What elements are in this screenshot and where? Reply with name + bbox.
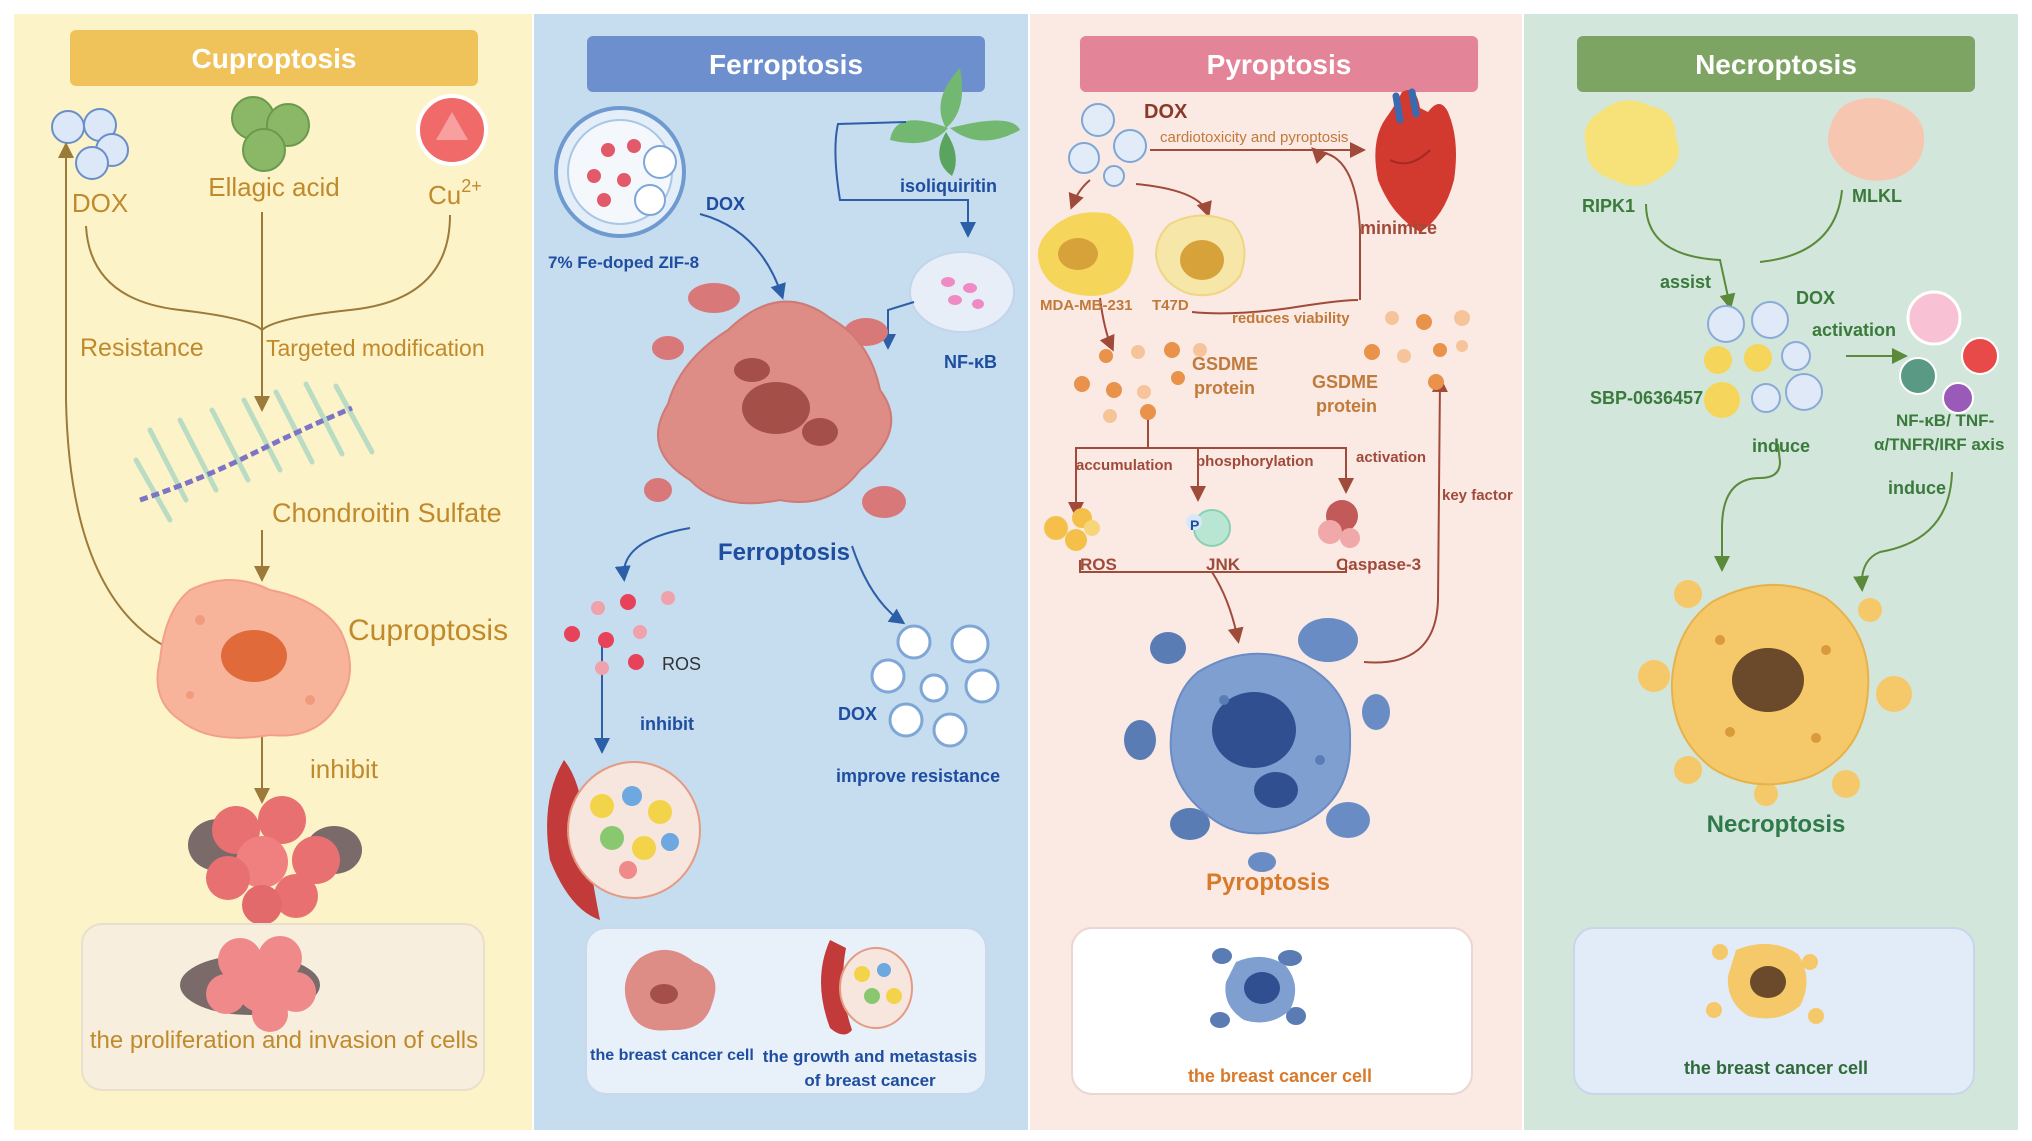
necroptosis-result-label: the breast cancer cell [1684, 1058, 1868, 1078]
ferroptosis-result-growth-line2: of breast cancer [804, 1071, 936, 1090]
pyroptosis-title: Pyroptosis [1207, 49, 1352, 80]
gsdme-right-particles-icon [1364, 310, 1470, 390]
necroptosis-result-box [1573, 927, 1975, 1095]
pyroptosis-dox-label: DOX [1144, 101, 1188, 123]
cardiotoxicity-label: cardiotoxicity and pyroptosis [1160, 129, 1348, 146]
copper-icon [416, 94, 488, 166]
nfkb-protein-icon [909, 251, 1015, 333]
isoliquiritin-plant-icon [890, 68, 1020, 176]
induce-left-label: induce [1752, 436, 1810, 456]
necroptosis-header: Necroptosis [1577, 36, 1975, 92]
mda-mb-231-label: MDA-MB-231 [1040, 297, 1133, 314]
cuproptosis-arrows [58, 142, 451, 804]
zif8-nanoparticle-icon [554, 106, 686, 238]
chondroitin-sulfate-label: Chondroitin Sulfate [272, 498, 502, 528]
sbp-label: SBP-0636457 [1590, 388, 1703, 408]
cuproptosis-inhibit-label: inhibit [310, 754, 379, 784]
pathway-molecules-icon [1899, 290, 1999, 414]
pyroptosis-arrows [1068, 142, 1448, 664]
necroptosis-cell-icon [1638, 580, 1912, 806]
gsdme-left-particles-icon [1074, 342, 1207, 423]
ferroptosis-cell-icon [644, 283, 906, 518]
copper-label: Cu2+ [428, 176, 482, 210]
axis-label-line1: NF-κB/ TNF- [1896, 411, 1994, 430]
ferroptosis-ros-label: ROS [662, 654, 701, 674]
necroptosis-title: Necroptosis [1695, 49, 1857, 80]
pyroptosis-ros-label: ROS [1080, 555, 1117, 574]
ros-cluster-icon [1044, 508, 1100, 551]
necroptosis-cell-label: Necroptosis [1707, 811, 1846, 838]
axis-label-line2: α/TNFR/IRF axis [1874, 435, 2004, 454]
dox-molecules-icon [870, 624, 1000, 748]
heart-icon [1375, 88, 1456, 232]
dox-sbp-complex-icon [1704, 301, 1823, 418]
zif8-label: 7% Fe-doped ZIF-8 [548, 253, 699, 272]
gsdme-left-line1: GSDME [1192, 354, 1258, 374]
induce-right-label: induce [1888, 478, 1946, 498]
necroptosis-arrows [1645, 189, 1953, 592]
ferroptosis-header: Ferroptosis [587, 36, 985, 92]
gsdme-right-line2: protein [1316, 396, 1377, 416]
mlkl-protein-icon [1827, 98, 1925, 181]
ripk1-protein-icon [1584, 100, 1679, 187]
ferroptosis-dox2-label: DOX [838, 704, 877, 724]
cuproptosis-result-label: the proliferation and invasion of cells [90, 1027, 478, 1054]
pyroptosis-result-box [1071, 927, 1473, 1095]
pyroptosis-cell-icon [1124, 618, 1390, 872]
gsdme-right-line1: GSDME [1312, 372, 1378, 392]
ellagic-acid-label: Ellagic acid [208, 172, 340, 202]
ferroptosis-result-box [585, 927, 987, 1095]
phospho-badge: P [1190, 517, 1199, 533]
ferroptosis-cell-label: Ferroptosis [718, 539, 850, 566]
ros-particles-icon [564, 591, 675, 675]
key-factor-label: key factor [1442, 487, 1513, 504]
cuproptosis-cell-label: Cuproptosis [348, 614, 508, 647]
ripk1-label: RIPK1 [1582, 196, 1635, 216]
mda-mb-231-cell-icon [1038, 212, 1134, 296]
accumulation-label: accumulation [1076, 457, 1173, 474]
assist-label: assist [1660, 272, 1711, 292]
gsdme-left-line2: protein [1194, 378, 1255, 398]
cuproptosis-dox-label: DOX [72, 188, 128, 218]
cuproptosis-cell-icon [156, 579, 351, 739]
ferroptosis-title: Ferroptosis [709, 49, 863, 80]
ferroptosis-arrows [594, 121, 976, 754]
improve-resistance-label: improve resistance [836, 766, 1000, 786]
chondroitin-sulfate-icon [133, 381, 375, 523]
necroptosis-dox-label: DOX [1796, 288, 1835, 308]
jnk-label: JNK [1206, 555, 1241, 574]
pyroptosis-dox-icon [1068, 103, 1147, 187]
mlkl-label: MLKL [1852, 186, 1902, 206]
necroptosis-activation-label: activation [1812, 320, 1896, 340]
ferroptosis-result-cell-label: the breast cancer cell [590, 1047, 754, 1064]
cuproptosis-result-box [81, 923, 485, 1091]
activation-label: activation [1356, 449, 1426, 466]
t47d-cell-icon [1154, 214, 1246, 297]
caspase3-icon [1318, 500, 1360, 548]
nfkb-label: NF-κB [944, 352, 997, 372]
cuproptosis-title: Cuproptosis [192, 43, 357, 74]
phosphorylation-label: phosphorylation [1196, 453, 1314, 470]
pyroptosis-result-label: the breast cancer cell [1188, 1066, 1372, 1086]
pyroptosis-header: Pyroptosis [1080, 36, 1478, 92]
caspase3-label: Caspase-3 [1336, 555, 1421, 574]
ferroptosis-inhibit-label: inhibit [640, 714, 694, 734]
blood-vessel-tumor-icon [547, 760, 701, 920]
ferroptosis-result-growth-line1: the growth and metastasis [763, 1047, 977, 1066]
pyroptosis-cell-label: Pyroptosis [1206, 869, 1330, 896]
isoliquiritin-label: isoliquiritin [900, 176, 997, 196]
ellagic-acid-icon [231, 96, 310, 172]
resistance-label: Resistance [80, 334, 204, 362]
minimize-label: minimize [1360, 218, 1437, 238]
t47d-label: T47D [1152, 297, 1189, 314]
cuproptosis-header: Cuproptosis [70, 30, 478, 86]
dox-molecule-icon [51, 108, 129, 180]
targeted-modification-label: Targeted modification [266, 335, 485, 361]
reduces-viability-label: reduces viability [1232, 310, 1350, 327]
tumor-cluster-icon [188, 796, 362, 925]
jnk-phospho-icon [1186, 509, 1231, 547]
ferroptosis-dox-label: DOX [706, 194, 745, 214]
